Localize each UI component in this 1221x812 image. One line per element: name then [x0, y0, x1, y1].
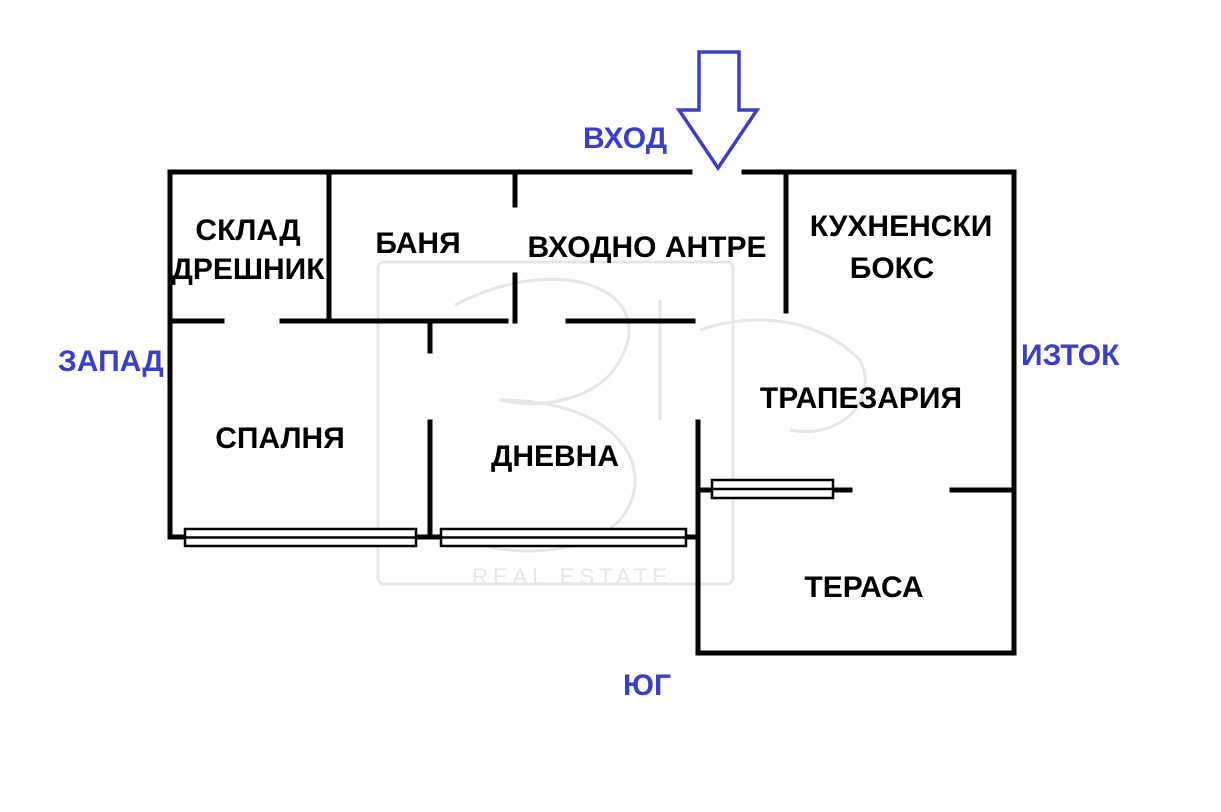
room-label-dining: ТРАПЕЗАРИЯ — [760, 382, 962, 415]
watermark-text: REAL ESTATE — [472, 564, 672, 589]
south-label: ЮГ — [623, 669, 671, 702]
window-dining-terrace — [710, 478, 835, 500]
room-label-bedroom: СПАЛНЯ — [215, 422, 345, 455]
watermark-logo — [376, 260, 867, 586]
room-label-terrace: ТЕРАСА — [804, 571, 923, 604]
entrance-label: ВХОД — [583, 122, 667, 155]
room-label-storage-line1: СКЛАД — [195, 214, 300, 247]
room-label-bathroom: БАНЯ — [375, 227, 460, 260]
room-label-hallway: ВХОДНО АНТРЕ — [527, 231, 766, 264]
window-bedroom — [183, 527, 418, 548]
west-label: ЗАПАД — [58, 345, 164, 378]
room-label-living: ДНЕВНА — [491, 440, 619, 473]
east-label: ИЗТОК — [1021, 339, 1120, 372]
room-label-storage-line2: ДРЕШНИК — [171, 253, 325, 286]
room-label-kitchen-line2: БОКС — [850, 252, 934, 285]
window-living-room — [439, 527, 688, 548]
entrance-arrow-icon — [675, 50, 761, 172]
room-label-kitchen-line1: КУХНЕНСКИ — [810, 210, 993, 243]
